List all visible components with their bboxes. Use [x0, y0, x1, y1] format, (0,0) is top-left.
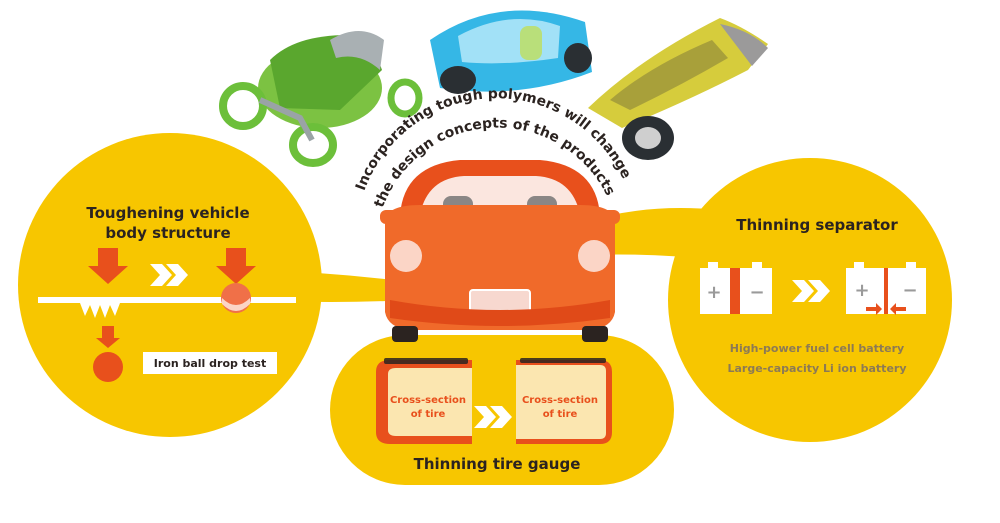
tire-label-thin-line2: of tire [543, 409, 578, 420]
tire-gauge-title: Thinning tire gauge [414, 455, 581, 473]
body-plate [38, 297, 296, 303]
body-structure-title-line1: Toughening vehicle [86, 204, 249, 222]
concept-vehicle-green [219, 31, 423, 167]
impact-arrow-right [216, 248, 256, 284]
svg-text:−: − [749, 282, 764, 303]
battery-thick-separator: + − [700, 262, 772, 314]
concept-vehicle-blue [430, 10, 592, 94]
falling-arrow [96, 326, 120, 348]
svg-text:+: + [854, 280, 869, 301]
central-car-illustration [380, 160, 620, 342]
tire-label-thick-line2: of tire [411, 409, 446, 420]
svg-text:−: − [902, 280, 917, 301]
separator-note-line1: High-power fuel cell battery [730, 342, 904, 355]
tire-label-thick-line1: Cross-section [390, 395, 466, 406]
chevron-right-icon [150, 264, 188, 286]
iron-ball [93, 352, 123, 382]
plate-crack [80, 303, 120, 318]
impact-arrow-left [88, 248, 128, 284]
separator-note-line2: Large-capacity Li ion battery [727, 362, 906, 375]
separator-title: Thinning separator [736, 216, 898, 234]
test-label: Iron ball drop test [154, 357, 267, 370]
chevron-right-icon-tire [474, 406, 512, 428]
tire-label-thin-line1: Cross-section [522, 395, 598, 406]
test-label-box [143, 352, 277, 374]
svg-text:+: + [706, 282, 721, 303]
body-structure-title-line2: body structure [105, 224, 230, 242]
battery-thin-separator: + − [846, 262, 926, 315]
tire-cross-section-thick [376, 358, 472, 444]
concept-vehicle-yellow [588, 18, 768, 160]
tire-cross-section-thin [516, 358, 612, 444]
chevron-right-icon-separator [792, 280, 830, 302]
